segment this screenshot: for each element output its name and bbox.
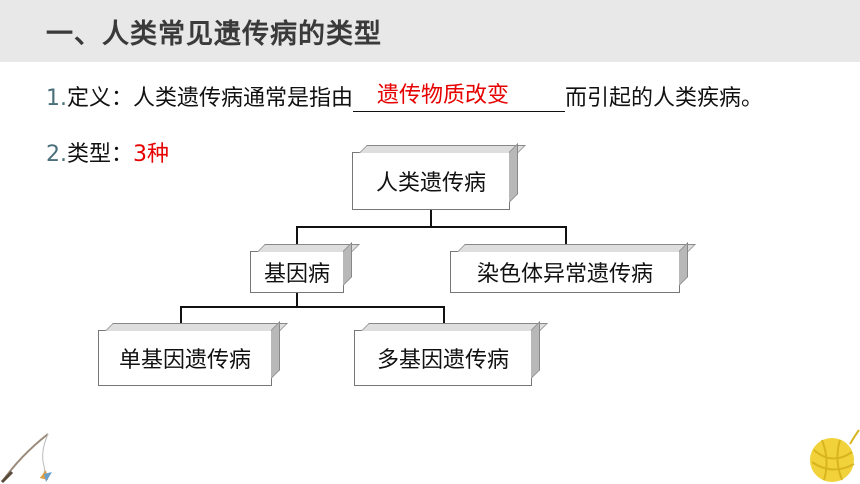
definition-answer: 遗传物质改变 xyxy=(377,83,510,108)
tree-node-root: 人类遗传病 xyxy=(352,152,510,210)
definition-line: 1.定义：人类遗传病通常是指由遗传物质改变 而引起的人类疾病。 xyxy=(46,80,763,112)
definition-before-blank: 人类遗传病通常是指由 xyxy=(133,86,354,111)
tree-node-single: 单基因遗传病 xyxy=(98,330,272,386)
definition-label: 定义： xyxy=(67,86,134,111)
tree-node-root-label: 人类遗传病 xyxy=(375,171,486,196)
connector-root-down xyxy=(430,210,432,227)
page-title: 一、人类常见遗传病的类型 xyxy=(46,19,382,50)
tree-node-single-label: 单基因遗传病 xyxy=(118,348,251,373)
connector-to-single xyxy=(180,306,182,330)
types-label: 类型： xyxy=(67,142,134,167)
connector-level2-bar xyxy=(180,306,445,308)
definition-after-blank: 而引起的人类疾病。 xyxy=(565,86,764,111)
tree-node-multi: 多基因遗传病 xyxy=(354,330,532,386)
title-bar: 一、人类常见遗传病的类型 xyxy=(0,0,860,62)
yarn-ball-icon xyxy=(810,429,860,482)
connector-to-gene xyxy=(296,226,298,251)
tree-node-chromosome: 染色体异常遗传病 xyxy=(450,251,680,293)
tree-node-chromosome-label: 染色体异常遗传病 xyxy=(476,262,653,287)
connector-level1-bar xyxy=(296,226,567,228)
definition-blank: 遗传物质改变 xyxy=(353,83,566,112)
tree-node-multi-label: 多基因遗传病 xyxy=(376,348,509,373)
tree-node-gene: 基因病 xyxy=(250,251,344,293)
connector-gene-down xyxy=(296,293,298,307)
connector-to-chromosome xyxy=(565,226,567,251)
tree-node-gene-label: 基因病 xyxy=(263,262,330,287)
types-number: 2. xyxy=(46,142,67,167)
types-line: 2.类型：3种 xyxy=(46,136,169,168)
definition-number: 1. xyxy=(46,86,67,111)
types-count: 3种 xyxy=(133,142,170,167)
fishing-rod-icon xyxy=(0,433,52,484)
connector-to-multi xyxy=(443,306,445,330)
